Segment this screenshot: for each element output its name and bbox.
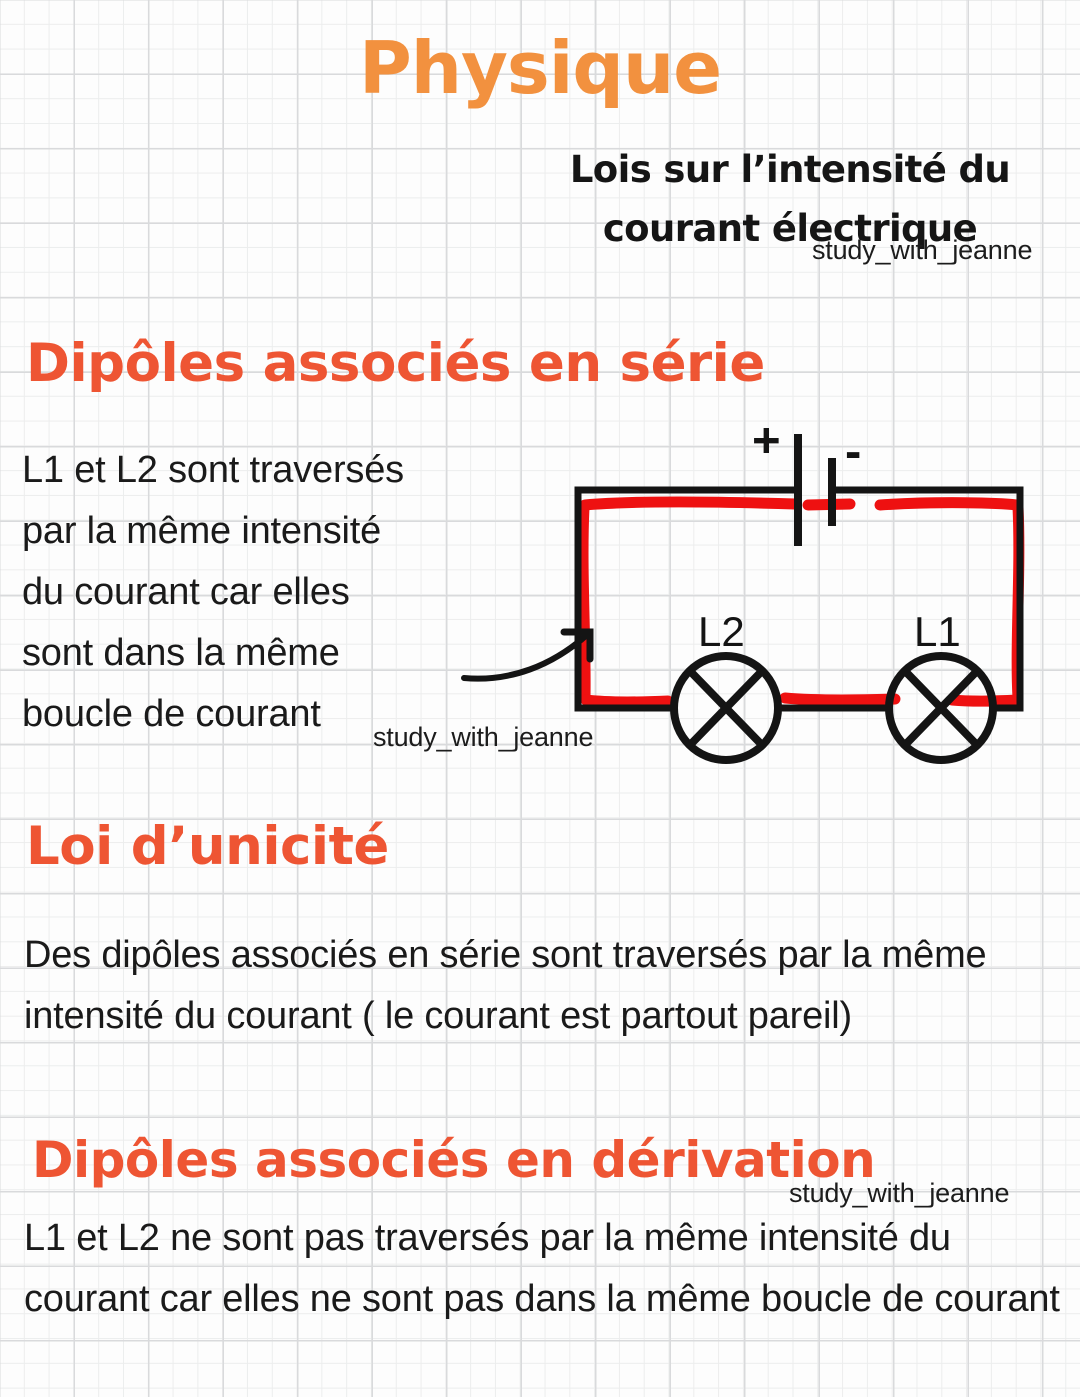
- battery-plus-label: +: [752, 414, 781, 468]
- lamp-l1-symbol: [885, 652, 997, 764]
- battery-symbol: [794, 434, 836, 546]
- watermark-top: study_with_jeanne: [812, 235, 1033, 265]
- annotation-arrow: [461, 628, 594, 682]
- watermark-middle: study_with_jeanne: [373, 722, 594, 752]
- section-heading-derivation: Dipôles associés en dérivation: [32, 1131, 876, 1189]
- section-heading-unicite: Loi d’unicité: [26, 816, 389, 877]
- page-title: Physique: [358, 26, 722, 110]
- circuit-wires: [574, 486, 1024, 712]
- section-body-derivation: L1 et L2 ne sont pas traversés par la mê…: [24, 1217, 1060, 1320]
- lamp-l1-label: L1: [914, 608, 961, 655]
- section-heading-serie: Dipôles associés en série: [26, 333, 765, 394]
- page-subtitle: Lois sur l’intensité du courant électriq…: [569, 148, 1011, 251]
- section-body-unicite: Des dipôles associés en série sont trave…: [24, 934, 987, 1037]
- watermark-bottom: study_with_jeanne: [789, 1178, 1010, 1208]
- series-circuit-diagram: + - L2 L1: [440, 410, 1060, 780]
- lamp-l2-symbol: [670, 652, 782, 764]
- lamp-l2-label: L2: [698, 608, 745, 655]
- battery-minus-label: -: [845, 425, 861, 479]
- section-body-serie: L1 et L2 sont traversés par la même inte…: [22, 449, 404, 735]
